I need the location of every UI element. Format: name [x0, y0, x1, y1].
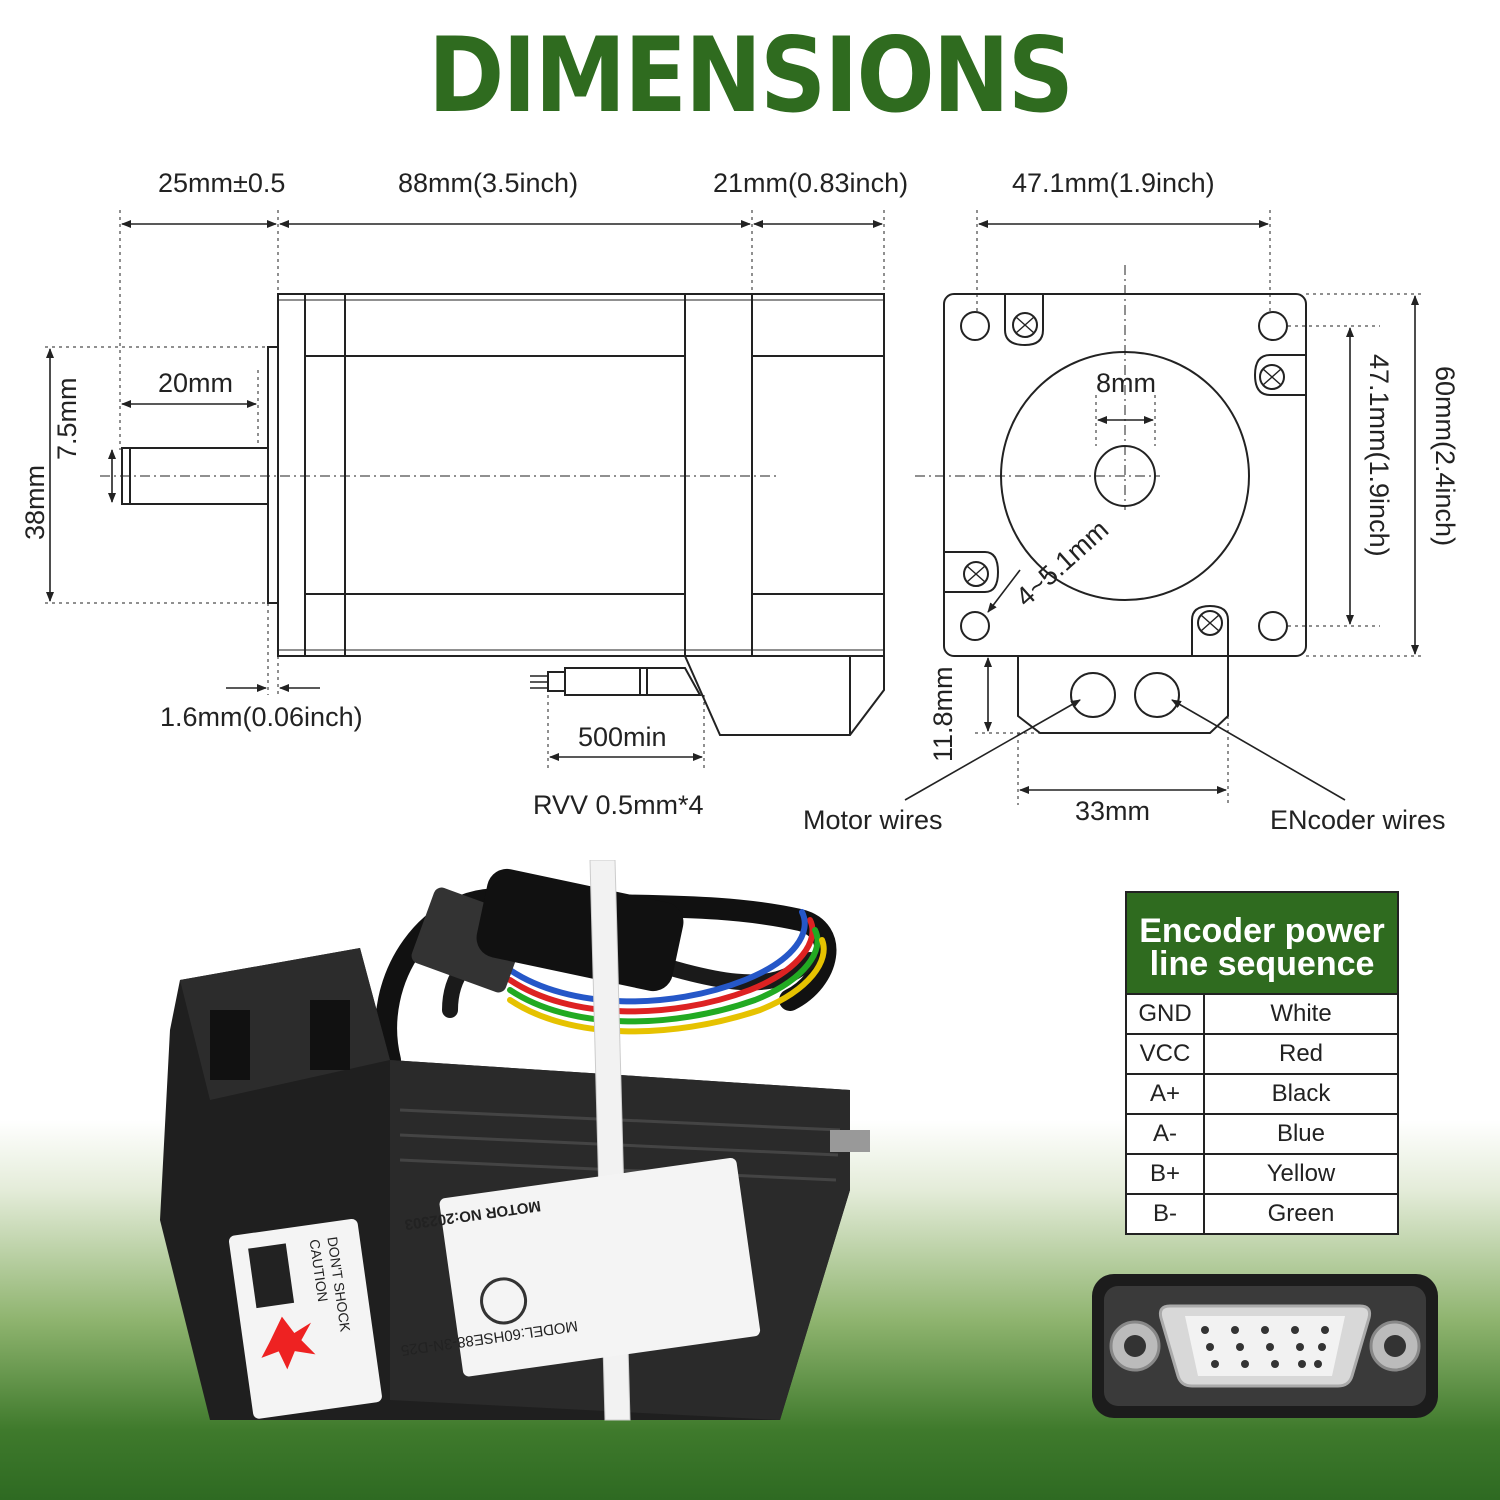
encoder-power-table: Encoder power line sequence GND White VC…: [1125, 891, 1399, 1235]
shaft-length-label: 25mm±0.5: [158, 168, 286, 198]
hole-spacing-top-label: 47.1mm(1.9inch): [1012, 168, 1215, 198]
wire-color-cell: Green: [1267, 1200, 1335, 1227]
body-length-label: 88mm(3.5inch): [398, 168, 579, 198]
wire-color-cell: Blue: [1276, 1120, 1326, 1147]
cable-length-label: 500min: [578, 722, 667, 752]
flange-thickness-label: 1.6mm(0.06inch): [160, 702, 363, 732]
signal-cell: A+: [1127, 1075, 1205, 1113]
encoder-wires-label: ENcoder wires: [1270, 805, 1446, 835]
cable: [564, 667, 702, 696]
shaft-flat-label: 7.5mm: [52, 377, 82, 460]
signal-cell: B-: [1127, 1195, 1205, 1233]
page-title: DIMENSIONS: [428, 15, 1074, 136]
motor-side-body: [277, 293, 885, 657]
table-row: A+ Black: [1127, 1073, 1397, 1113]
signal-cell: A-: [1127, 1115, 1205, 1153]
encoder-table-title-line2: line sequence: [1149, 945, 1375, 983]
wire-color-cell: White: [1270, 1000, 1332, 1027]
table-row: A- Blue: [1127, 1113, 1397, 1153]
wire-color-cell: Yellow: [1266, 1160, 1336, 1187]
table-row: B+ Yellow: [1127, 1153, 1397, 1193]
signal-cell: VCC: [1127, 1035, 1205, 1073]
table-row: VCC Red: [1127, 1033, 1397, 1073]
flange-size-label: 60mm(2.4inch): [1430, 366, 1460, 547]
shaft-diameter-label: 8mm: [1096, 368, 1156, 398]
encoder-connector-side: [684, 655, 885, 736]
encoder-table-title-line1: Encoder power: [1139, 912, 1385, 950]
encoder-table-title: Encoder power line sequence: [1127, 893, 1397, 993]
encoder-length-label: 21mm(0.83inch): [713, 168, 909, 198]
motor-wires-label: Motor wires: [803, 805, 943, 835]
signal-cell: GND: [1127, 995, 1205, 1033]
boss: [267, 346, 279, 604]
wire-color-cell: Red: [1278, 1040, 1324, 1067]
connector-height-label: 11.8mm: [928, 666, 958, 762]
boss-diameter-label: 38mm: [20, 464, 50, 540]
shaft-key-label: 20mm: [158, 368, 234, 398]
signal-cell: B+: [1127, 1155, 1205, 1193]
motor-photo: CAUTION DON'T SHOCK MODEL:60HSE88-3N-D25…: [160, 860, 870, 1421]
connector-width-label: 33mm: [1075, 796, 1151, 826]
wire-color-cell: Black: [1271, 1080, 1331, 1107]
dimension-drawing: [45, 210, 1425, 805]
hole-spacing-side-label: 47.1mm(1.9inch): [1364, 354, 1394, 557]
table-row: B- Green: [1127, 1193, 1397, 1233]
table-row: GND White: [1127, 993, 1397, 1033]
cable-type-label: RVV 0.5mm*4: [533, 790, 704, 820]
db15-connector-image: [1092, 1274, 1438, 1418]
